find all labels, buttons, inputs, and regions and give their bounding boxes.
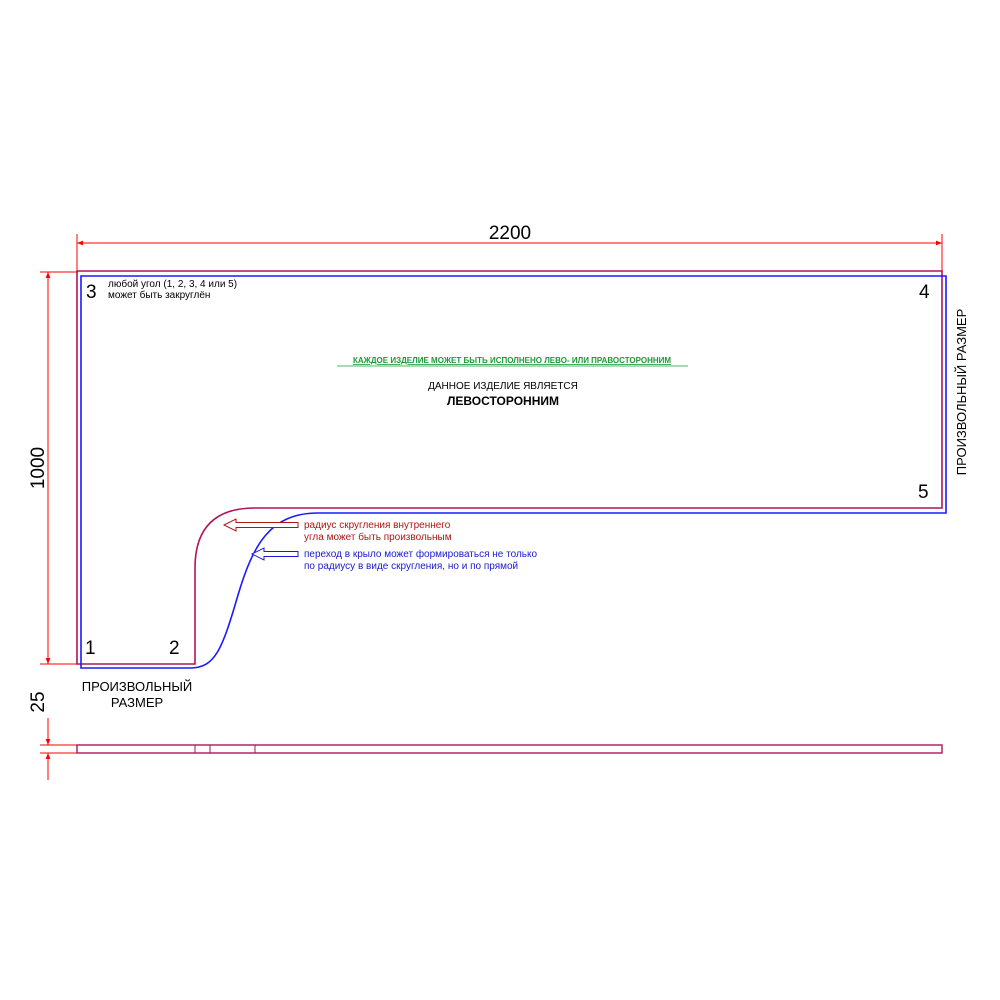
transition-note-line1: переход в крыло может формироваться не т… <box>304 548 537 560</box>
this-product-text: ДАННОЕ ИЗДЕЛИЕ ЯВЛЯЕТСЯ <box>428 381 578 392</box>
thickness-label: 25 <box>28 691 49 712</box>
radius-pointer-icon <box>222 518 299 532</box>
outline-straight <box>80 275 947 669</box>
corner-4: 4 <box>919 282 930 303</box>
any-corner-note-line1: любой угол (1, 2, 3, 4 или 5) <box>108 278 237 290</box>
radius-note-line2: угла может быть произвольным <box>304 531 452 543</box>
every-product-note: КАЖДОЕ ИЗДЕЛИЕ МОЖЕТ БЫТЬ ИСПОЛНЕНО ЛЕВО… <box>353 356 671 365</box>
height-dimension: 1000 <box>28 271 78 665</box>
width-dimension: 2200 <box>76 223 943 272</box>
thickness-dimension: 25 <box>28 691 78 780</box>
corner-1: 1 <box>85 638 96 659</box>
arbitrary-size-line2: РАЗМЕР <box>111 695 163 710</box>
width-label: 2200 <box>489 223 531 244</box>
left-handed-text: ЛЕВОСТОРОННИМ <box>447 394 559 408</box>
edge-view <box>76 744 943 754</box>
height-label: 1000 <box>28 447 49 489</box>
transition-note-line2: по радиусу в виде скругления, но и по пр… <box>304 561 518 572</box>
corner-3: 3 <box>86 282 97 303</box>
outline-radius <box>76 270 943 665</box>
any-corner-note-line2: может быть закруглён <box>108 289 210 301</box>
transition-pointer-icon <box>250 547 299 561</box>
radius-note-line1: радиус скругления внутреннего <box>304 520 451 531</box>
arbitrary-size-vertical: ПРОИЗВОЛЬНЫЙ РАЗМЕР <box>954 309 969 476</box>
corner-2: 2 <box>169 638 180 659</box>
corner-5: 5 <box>918 482 929 503</box>
arbitrary-size-line1: ПРОИЗВОЛЬНЫЙ <box>82 679 193 694</box>
